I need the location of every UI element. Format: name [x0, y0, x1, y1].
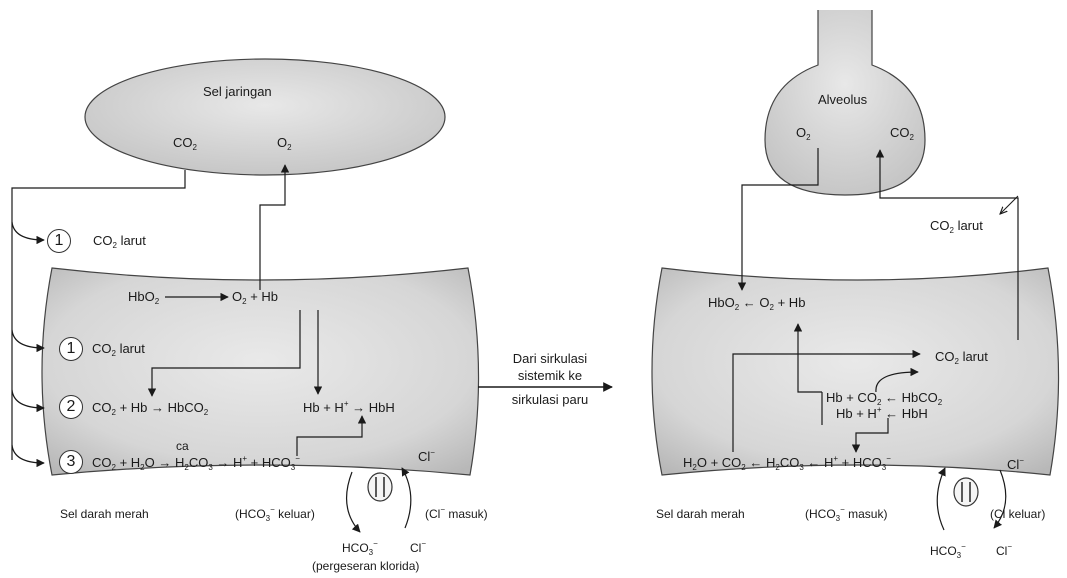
- hplus-release-line: [851, 418, 889, 453]
- arrow-to-co2-larut-inside: [11, 329, 45, 353]
- cl-out-arrow: [993, 469, 1007, 529]
- co2-larut-inside-right: CO2 larut: [935, 349, 988, 366]
- cl-outside-right: Cl−: [996, 542, 1013, 558]
- bracket-to-hb-line: [793, 323, 822, 393]
- cl-inside-right: Cl−: [1007, 456, 1024, 472]
- hb-to-hbco2-line: [147, 310, 301, 397]
- hbco2-release: Hb + CO2 ← HbCO2: [826, 390, 943, 407]
- co2-larut-outside-left: CO2 larut: [93, 233, 146, 250]
- rbc-label-right: Sel darah merah: [656, 507, 745, 521]
- co2-larut-pointer: [1000, 195, 1019, 214]
- alveolus-shape: [764, 10, 926, 196]
- to-co2-larut-line: [732, 349, 921, 452]
- hco3-outside-left: HCO3−: [342, 539, 378, 557]
- arrow-to-step-3: [11, 444, 45, 468]
- step-2-badge: 2: [59, 395, 83, 419]
- alveolus-co2: CO2: [890, 125, 914, 142]
- tissue-co2: CO2: [173, 135, 197, 152]
- right-anion-exchanger: [953, 477, 979, 507]
- hbh-release: Hb + H+ ← HbH: [836, 405, 928, 421]
- transition-label-line-2: sistemik ke: [517, 368, 583, 383]
- hbh-formation-left: Hb + H+ → HbH: [303, 399, 395, 415]
- o2-from-alveolus-line: [737, 148, 819, 291]
- tissue-cell-label: Sel jaringan: [203, 84, 272, 99]
- hbo2-release: HbO2: [128, 289, 160, 306]
- transition-label-line-3: sirkulasi paru: [511, 392, 589, 407]
- carbonic-reverse-equation: H2O + CO2 ← H2CO3 ← H+ + HCO3−: [683, 454, 891, 472]
- cl-keluar-label: (Cl keluar): [990, 507, 1046, 521]
- right-rbc-shape: [651, 267, 1060, 476]
- hco3-masuk-label: (HCO3− masuk): [805, 505, 888, 523]
- chloride-shift-label: (pergeseran klorida): [312, 559, 420, 573]
- left-anion-exchanger: [367, 472, 393, 502]
- o2-plus-hb: O2 + Hb: [232, 289, 279, 306]
- rbc-label-left: Sel darah merah: [60, 507, 149, 521]
- cl-in-arrow: [401, 467, 412, 529]
- hbo2-formation: HbO2 ← O2 + Hb: [708, 295, 806, 312]
- step-3-badge: 3: [59, 450, 83, 474]
- o2-to-tissue-line: [259, 164, 290, 290]
- hbco2-to-co2-larut-arrow: [875, 367, 919, 393]
- hco3-out-arrow: [346, 471, 361, 533]
- arrow-to-co2-larut-outside: [11, 221, 45, 245]
- alveolus-label: Alveolus: [818, 92, 868, 107]
- hco3-in-arrow: [936, 467, 946, 531]
- step-3-equation: CO2 + H2O → H2CO3 → H+ + HCO3−: [92, 454, 300, 472]
- step-2-equation: CO2 + Hb → HbCO2: [92, 400, 209, 417]
- carbonic-anhydrase-label: ca: [176, 439, 189, 453]
- co2-to-alveolus-line: [875, 149, 1019, 340]
- arrow-to-step-2: [11, 389, 45, 413]
- step-1-inside-badge: 1: [59, 337, 83, 361]
- cl-outside-left: Cl−: [410, 539, 427, 555]
- transition-label-line-1: Dari sirkulasi: [512, 351, 588, 366]
- step-1-outside-badge: 1: [47, 229, 71, 253]
- co2-larut-outside-right: CO2 larut: [930, 218, 983, 235]
- tissue-o2: O2: [277, 135, 292, 152]
- cl-masuk-label: (Cl− masuk): [425, 505, 488, 521]
- hco3-keluar-label: (HCO3− keluar): [235, 505, 315, 523]
- alveolus-o2: O2: [796, 125, 811, 142]
- hplus-to-hbh-line: [296, 415, 367, 456]
- left-rbc-shape: [41, 267, 480, 476]
- cl-inside-left: Cl−: [418, 448, 435, 464]
- co2-out-tissue-line: [11, 170, 186, 460]
- co2-larut-inside-left: CO2 larut: [92, 341, 145, 358]
- hco3-outside-right: HCO3−: [930, 542, 966, 560]
- tissue-cell-shape: [84, 58, 446, 176]
